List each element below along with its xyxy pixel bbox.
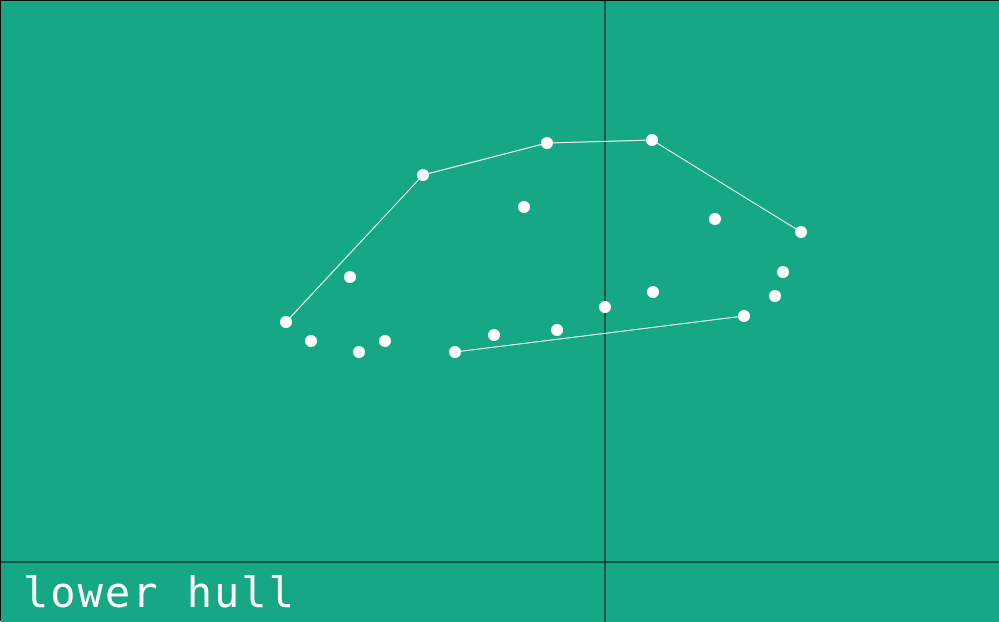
point bbox=[777, 266, 789, 278]
point bbox=[449, 346, 461, 358]
point bbox=[551, 324, 563, 336]
point bbox=[518, 201, 530, 213]
point bbox=[647, 286, 659, 298]
point bbox=[795, 226, 807, 238]
point bbox=[769, 290, 781, 302]
point bbox=[738, 310, 750, 322]
point bbox=[379, 335, 391, 347]
point bbox=[488, 329, 500, 341]
point-set bbox=[280, 134, 807, 358]
point bbox=[709, 213, 721, 225]
point bbox=[646, 134, 658, 146]
status-label: lower hull bbox=[23, 568, 296, 617]
point bbox=[417, 169, 429, 181]
point bbox=[353, 346, 365, 358]
point bbox=[599, 301, 611, 313]
lower-hull-edge bbox=[454, 315, 745, 353]
point bbox=[280, 316, 292, 328]
point bbox=[541, 137, 553, 149]
point bbox=[344, 271, 356, 283]
point bbox=[305, 335, 317, 347]
